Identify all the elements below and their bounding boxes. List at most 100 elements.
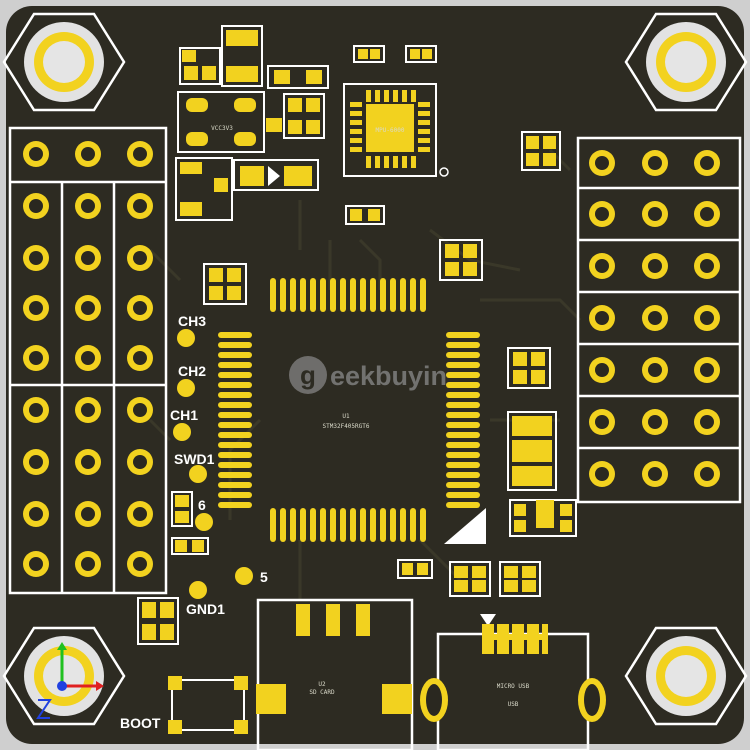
mcu-lead bbox=[320, 278, 326, 312]
mcu-lead bbox=[218, 392, 252, 398]
header-pin bbox=[694, 253, 720, 279]
header-pin bbox=[75, 397, 101, 423]
boot-button bbox=[168, 676, 248, 734]
header-pin bbox=[589, 357, 615, 383]
watermark-text: eekbuyin bbox=[330, 361, 447, 391]
header-pin bbox=[694, 150, 720, 176]
header-pin bbox=[23, 193, 49, 219]
mcu-lead bbox=[390, 278, 396, 312]
pad-swd1 bbox=[189, 465, 207, 483]
header-pin bbox=[642, 461, 668, 487]
imu-chip: MPU-6000 bbox=[343, 45, 449, 177]
mcu-lead bbox=[218, 342, 252, 348]
mcu-lead bbox=[218, 332, 252, 338]
header-pin bbox=[127, 551, 153, 577]
header-pin bbox=[589, 305, 615, 331]
mcu-lead bbox=[446, 432, 480, 438]
mcu-lead bbox=[410, 278, 416, 312]
pad-6 bbox=[195, 513, 213, 531]
label-5: 5 bbox=[260, 569, 268, 585]
header-pin bbox=[642, 409, 668, 435]
mcu-lead bbox=[280, 278, 286, 312]
header-pin bbox=[694, 201, 720, 227]
mcu-lead bbox=[400, 508, 406, 542]
regulator-marking: VCC3V3 bbox=[211, 125, 233, 132]
mcu-lead bbox=[390, 508, 396, 542]
mcu-lead bbox=[270, 278, 276, 312]
sd-card-connector: SD CARD U2 bbox=[256, 598, 414, 750]
left-header-pins bbox=[23, 141, 153, 577]
header-pin bbox=[23, 141, 49, 167]
header-pin bbox=[127, 295, 153, 321]
mcu-lead bbox=[310, 508, 316, 542]
header-pin bbox=[589, 150, 615, 176]
mcu-lead bbox=[420, 278, 426, 312]
header-pin bbox=[589, 201, 615, 227]
left-header-outline bbox=[8, 126, 168, 595]
mcu-lead bbox=[218, 502, 252, 508]
header-pin bbox=[127, 397, 153, 423]
header-pin bbox=[23, 345, 49, 371]
label-ch2: CH2 bbox=[178, 363, 206, 379]
mcu-lead bbox=[446, 492, 480, 498]
mcu-lead bbox=[446, 482, 480, 488]
mcu-lead bbox=[330, 278, 336, 312]
mcu-lead bbox=[330, 508, 336, 542]
pad-5 bbox=[235, 567, 253, 585]
right-header-pins bbox=[589, 150, 720, 487]
header-pin bbox=[694, 305, 720, 331]
mcu-lead bbox=[446, 462, 480, 468]
header-pin bbox=[75, 345, 101, 371]
mcu-lead bbox=[370, 278, 376, 312]
mcu-lead bbox=[446, 422, 480, 428]
mcu-lead bbox=[446, 412, 480, 418]
mcu-lead bbox=[218, 432, 252, 438]
smd-misc bbox=[137, 131, 577, 645]
header-pin bbox=[75, 141, 101, 167]
pad-ch3 bbox=[177, 329, 195, 347]
mcu-lead bbox=[300, 278, 306, 312]
mcu-lead bbox=[380, 508, 386, 542]
mcu-lead bbox=[360, 278, 366, 312]
mcu-lead bbox=[446, 452, 480, 458]
header-pin bbox=[642, 253, 668, 279]
mcu-lead bbox=[270, 508, 276, 542]
header-pin bbox=[642, 357, 668, 383]
mcu-lead bbox=[340, 508, 346, 542]
label-swd1: SWD1 bbox=[174, 451, 215, 467]
axis-triad bbox=[36, 642, 104, 719]
header-pin bbox=[23, 245, 49, 271]
header-pin bbox=[589, 461, 615, 487]
pad-gnd1 bbox=[189, 581, 207, 599]
mcu-lead bbox=[310, 278, 316, 312]
mcu-lead bbox=[218, 472, 252, 478]
mcu-lead bbox=[446, 382, 480, 388]
pad-labels: CH3 CH2 CH1 SWD1 6 5 GND1 BOOT bbox=[120, 313, 268, 731]
mcu-lead bbox=[446, 392, 480, 398]
header-pin bbox=[75, 193, 101, 219]
mcu-lead bbox=[446, 362, 480, 368]
mcu-lead bbox=[350, 508, 356, 542]
mcu-lead bbox=[360, 508, 366, 542]
mcu-lead bbox=[420, 508, 426, 542]
watermark: g eekbuyin bbox=[289, 356, 447, 394]
mcu-lead bbox=[290, 278, 296, 312]
mcu-lead bbox=[280, 508, 286, 542]
z-axis-glyph bbox=[36, 699, 52, 719]
header-pin bbox=[23, 295, 49, 321]
header-pin bbox=[642, 201, 668, 227]
pcb-board bbox=[6, 6, 744, 744]
right-header-outline bbox=[576, 136, 742, 504]
header-pin bbox=[694, 357, 720, 383]
header-pin bbox=[127, 345, 153, 371]
mcu-lead bbox=[446, 352, 480, 358]
mcu-lead bbox=[340, 278, 346, 312]
mcu-lead bbox=[218, 442, 252, 448]
mcu-lead bbox=[218, 492, 252, 498]
header-pin bbox=[589, 253, 615, 279]
mcu-lead bbox=[446, 472, 480, 478]
mcu-lead bbox=[320, 508, 326, 542]
mcu-ref: U1 bbox=[342, 413, 350, 420]
header-pin bbox=[127, 501, 153, 527]
mcu-lead bbox=[446, 332, 480, 338]
